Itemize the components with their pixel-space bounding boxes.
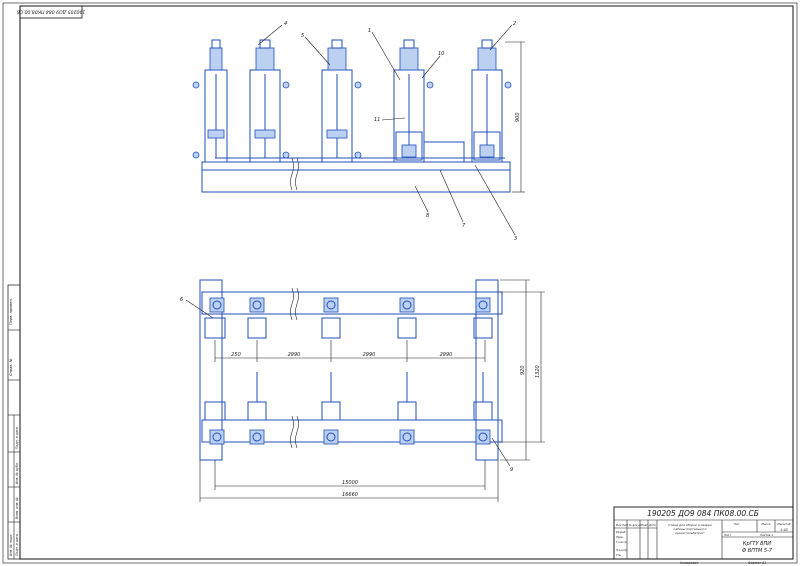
col-header-doc: № докум. bbox=[628, 524, 642, 527]
leader-8: 8 bbox=[426, 213, 429, 219]
scale-value: 1:40 bbox=[780, 528, 788, 532]
margin-label-2: Справ. № bbox=[9, 358, 13, 376]
title-name-1: Стенд для сборки и сварки bbox=[668, 523, 711, 527]
dim-bottom-outer: 16660 bbox=[342, 492, 358, 498]
dim-top-1: 250 bbox=[231, 352, 241, 358]
clamp-column-5 bbox=[471, 39, 512, 163]
base-beam bbox=[201, 161, 511, 193]
copied-label: Копировал bbox=[680, 561, 698, 565]
break-line bbox=[290, 157, 294, 191]
dim-side-inner: 920 bbox=[520, 365, 526, 375]
title-name-2: кабины портального bbox=[674, 527, 707, 531]
role-tcontrol: Т.контр. bbox=[616, 540, 627, 544]
clamp-column-1 bbox=[192, 39, 228, 163]
plan-view: 250 2990 2990 2990 920 1320 15000 16660 … bbox=[180, 279, 545, 502]
plan-clamp-upper bbox=[204, 297, 493, 339]
dim-top-2: 2990 bbox=[288, 352, 301, 358]
margin-label-5: Взам. инв. № bbox=[15, 497, 19, 519]
sheet-label: Лист bbox=[723, 533, 731, 537]
upper-rail bbox=[201, 291, 503, 315]
top-stamp-box: 190205 ДО9 084 ПК08.00.СБ bbox=[17, 5, 86, 19]
drawing-frame bbox=[19, 5, 794, 560]
format-label: Формат А1 bbox=[748, 561, 766, 565]
dim-side-outer: 1320 bbox=[535, 365, 541, 378]
title-designation: 190205 ДО9 084 ПК08.00.СБ bbox=[647, 509, 759, 518]
leader-4: 4 bbox=[284, 21, 287, 27]
role-approved: Утв. bbox=[616, 553, 622, 557]
leader-7: 7 bbox=[462, 223, 466, 229]
role-developer: Разраб. bbox=[616, 530, 626, 534]
plan-clamp-lower bbox=[204, 372, 493, 445]
leader-10: 10 bbox=[438, 51, 444, 57]
leader-3: 3 bbox=[514, 236, 517, 242]
title-name-3: крана "Альбатрос" bbox=[675, 531, 705, 535]
title-block: 190205 ДО9 084 ПК08.00.СБ Изм. Лист № до… bbox=[613, 506, 794, 560]
leader-5: 5 bbox=[301, 33, 304, 39]
leader-1: 1 bbox=[368, 28, 371, 34]
front-view: 900 4 5 1 10 2 11 8 7 3 bbox=[192, 21, 525, 242]
lower-rail bbox=[201, 419, 503, 443]
margin-label-6: Подп. и дата bbox=[15, 534, 19, 556]
org-line-1: КрГТУ ВПИ bbox=[743, 541, 771, 547]
left-margin-strip: Перв. примен. Справ. № Подп. и дата Инв.… bbox=[7, 284, 21, 560]
dim-top-4: 2990 bbox=[440, 352, 453, 358]
clamp-column-4 bbox=[393, 39, 465, 163]
dim-height: 900 bbox=[515, 112, 521, 122]
col-header-list: Лист bbox=[621, 523, 629, 527]
sheets-label: Листов 1 bbox=[759, 533, 773, 537]
leader-2: 2 bbox=[513, 21, 516, 27]
org-line-2: Ф ВПТМ 5-7 bbox=[742, 548, 773, 554]
margin-label-1: Перв. примен. bbox=[9, 298, 13, 325]
col-header-sign: Подп. bbox=[641, 523, 649, 527]
dim-top-3: 2990 bbox=[363, 352, 376, 358]
margin-label-7: Инв. № подл. bbox=[9, 534, 13, 556]
leader-11: 11 bbox=[374, 117, 380, 123]
leader-9: 9 bbox=[510, 467, 513, 473]
margin-label-3: Подп. и дата bbox=[15, 427, 19, 449]
margin-label-4: Инв. № дубл. bbox=[15, 462, 19, 484]
scale-header: Масштаб bbox=[777, 522, 791, 526]
role-ncontrol: Н.контр. bbox=[616, 548, 628, 552]
lit-header: Лит. bbox=[733, 522, 741, 526]
clamp-column-2 bbox=[249, 39, 290, 163]
mass-header: Масса bbox=[762, 522, 771, 526]
col-header-izm: Изм. bbox=[616, 523, 622, 527]
dim-bottom-inner: 15000 bbox=[342, 480, 358, 486]
leader-6: 6 bbox=[180, 297, 183, 303]
role-checker: Пров. bbox=[616, 535, 624, 539]
clamp-column-3 bbox=[321, 39, 362, 163]
col-header-date: Дата bbox=[648, 523, 656, 527]
top-stamp-text: 190205 ДО9 084 ПК08.00.СБ bbox=[17, 9, 86, 15]
